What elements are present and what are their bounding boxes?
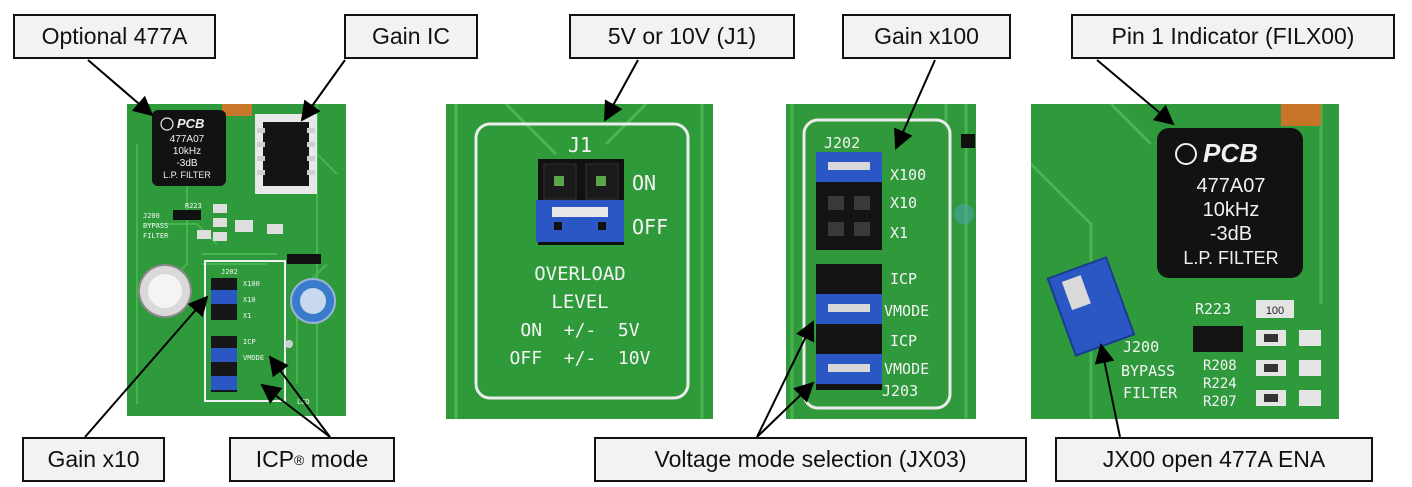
overview-r223: R223 <box>185 202 202 210</box>
board-j1-svg: J1 ON OFF OVERLOAD LEVEL ON +/- 5V OFF +… <box>446 104 713 419</box>
jumpers-x1: X1 <box>890 224 908 242</box>
board-filter-svg: PCB 477A07 10kHz -3dB L.P. FILTER R223 1… <box>1031 104 1339 419</box>
j1-off-value: OFF +/- 10V <box>510 348 651 369</box>
jumpers-x10: X10 <box>890 194 917 212</box>
jumpers-icp-1: ICP <box>890 270 917 288</box>
callout-jx00-open: JX00 open 477A ENA <box>1055 437 1373 482</box>
callout-gain-x100: Gain x100 <box>842 14 1011 59</box>
filter-freq: 10kHz <box>1203 199 1260 221</box>
filter-r224: R224 <box>1203 376 1237 392</box>
filter-brand: PCB <box>1203 138 1258 168</box>
filter-j200: J200 <box>1123 338 1159 356</box>
callout-voltage-mode: Voltage mode selection (JX03) <box>594 437 1027 482</box>
filter-filter: FILTER <box>1123 384 1178 402</box>
board-photo-jumpers: J202 X100 X10 X1 ICP VMODE ICP VMODE J20… <box>786 104 976 419</box>
arrow-jx00 <box>1094 343 1121 438</box>
j1-overload: OVERLOAD <box>534 263 626 285</box>
arrow-gain-x100 <box>894 59 936 150</box>
registered-mark: ® <box>294 451 305 468</box>
board-jumpers-svg: J202 X100 X10 X1 ICP VMODE ICP VMODE J20… <box>786 104 976 419</box>
arrow-gain-x10 <box>84 295 209 438</box>
overview-bypass: BYPASS <box>143 222 168 230</box>
j1-label: J1 <box>568 133 592 157</box>
filter-r223: R223 <box>1195 300 1231 318</box>
board-photo-overview: PCB 477A07 10kHz -3dB L.P. FILTER R223 J… <box>127 104 346 416</box>
arrow-vmode-2 <box>756 381 815 438</box>
filter-r208: R208 <box>1203 358 1237 374</box>
overview-x1: X1 <box>243 312 251 320</box>
filter-db: -3dB <box>1210 223 1252 245</box>
j1-on-label: ON <box>632 171 656 195</box>
arrow-j1 <box>604 59 639 122</box>
j1-off-label: OFF <box>632 215 668 239</box>
board-photo-j1: J1 ON OFF OVERLOAD LEVEL ON +/- 5V OFF +… <box>446 104 713 419</box>
callout-icp-mode: ICP® mode <box>229 437 395 482</box>
callout-j1-select: 5V or 10V (J1) <box>569 14 795 59</box>
filter-bypass: BYPASS <box>1121 362 1175 380</box>
arrow-pin1 <box>1096 59 1175 126</box>
jumpers-j202: J202 <box>824 134 860 152</box>
icp-mode-text: ICP <box>255 446 295 472</box>
overview-j202: J202 <box>221 268 238 276</box>
loose-jumper <box>1046 256 1136 357</box>
jumpers-x100: X100 <box>890 166 926 184</box>
overview-icp: ICP <box>243 338 256 346</box>
jumpers-icp-2: ICP <box>890 332 917 350</box>
filter-model: 477A07 <box>1197 175 1266 197</box>
arrow-vmode-1 <box>756 320 815 438</box>
filter-r100: 100 <box>1266 305 1284 317</box>
callout-gain-ic: Gain IC <box>344 14 478 59</box>
board-overview-svg: PCB 477A07 10kHz -3dB L.P. FILTER R223 J… <box>127 104 346 416</box>
callout-pin1-indicator: Pin 1 Indicator (FILX00) <box>1071 14 1395 59</box>
filter-r207: R207 <box>1203 394 1237 410</box>
icp-mode-tail: mode <box>304 446 369 472</box>
callout-optional-477a: Optional 477A <box>13 14 216 59</box>
overview-filter-type: L.P. FILTER <box>163 170 211 180</box>
overview-x100: X100 <box>243 280 260 288</box>
arrow-optional-477a <box>87 59 154 117</box>
overview-vmode: VMODE <box>243 354 264 362</box>
overview-j200: J200 <box>143 212 160 220</box>
jumpers-j203: J203 <box>882 382 918 400</box>
jumpers-vmode-2: VMODE <box>884 360 929 378</box>
overview-filter-db: -3dB <box>176 158 197 169</box>
overview-filter: FILTER <box>143 232 169 240</box>
arrow-gain-ic <box>300 59 346 122</box>
arrow-icp-2 <box>260 383 331 438</box>
overview-filter-model: 477A07 <box>170 134 205 145</box>
arrow-icp-1 <box>268 355 331 438</box>
overview-filter-freq: 10kHz <box>173 146 201 157</box>
jumpers-vmode-1: VMODE <box>884 302 929 320</box>
callout-gain-x10: Gain x10 <box>22 437 165 482</box>
j1-level: LEVEL <box>551 291 608 313</box>
board-photo-filter: PCB 477A07 10kHz -3dB L.P. FILTER R223 1… <box>1031 104 1339 419</box>
overview-x10: X10 <box>243 296 256 304</box>
j1-on-value: ON +/- 5V <box>520 320 639 341</box>
overview-filter-brand: PCB <box>177 116 204 131</box>
filter-type: L.P. FILTER <box>1183 248 1278 268</box>
